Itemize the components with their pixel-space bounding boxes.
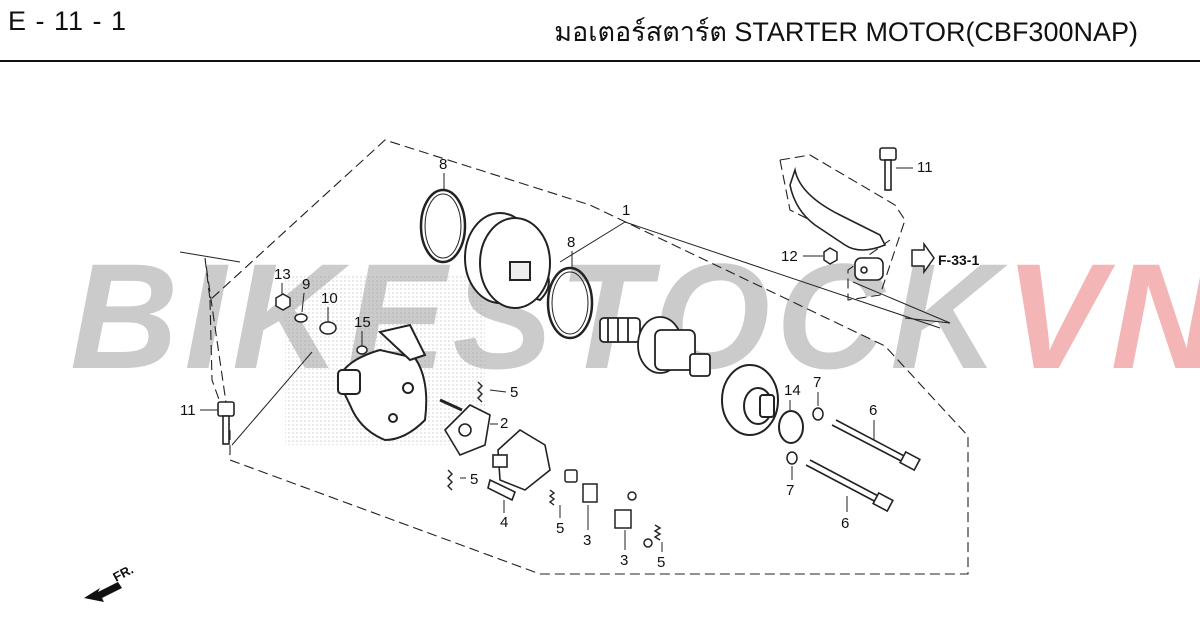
screw-icon xyxy=(643,538,653,548)
watermark-part-b: VN xyxy=(1004,232,1200,400)
washer-icon xyxy=(786,451,798,465)
motor-case-icon xyxy=(464,212,551,309)
long-bolt-icon xyxy=(805,459,894,513)
callout-12: 12 xyxy=(781,248,798,265)
o-ring-small-icon xyxy=(778,410,804,444)
brush-set-icon xyxy=(487,429,551,502)
washer-icon xyxy=(294,313,308,323)
assembly-boundary xyxy=(204,139,969,575)
bracket-icon xyxy=(789,166,887,281)
callout-4: 4 xyxy=(500,514,508,531)
callout-3: 3 xyxy=(620,552,628,569)
bolt-icon xyxy=(217,401,235,445)
callout-numbers: 1 2 3 3 4 5 5 5 5 6 6 7 7 8 8 9 10 11 11… xyxy=(180,156,933,571)
nut-icon xyxy=(823,247,838,265)
o-ring-inner-icon xyxy=(551,271,589,335)
front-direction-icon xyxy=(84,582,122,602)
callout-7: 7 xyxy=(786,482,794,499)
callout-13: 13 xyxy=(274,266,291,283)
callout-1: 1 xyxy=(622,202,630,219)
nut-icon xyxy=(275,293,291,311)
callout-11: 11 xyxy=(917,159,933,176)
washer-thick-icon xyxy=(319,321,337,335)
callout-leaders xyxy=(200,167,913,552)
callout-7: 7 xyxy=(813,374,821,391)
page-code: E - 11 - 1 xyxy=(8,6,128,36)
callout-10: 10 xyxy=(321,290,338,307)
reference-label: F-33-1 xyxy=(938,252,979,268)
callout-14: 14 xyxy=(784,382,801,399)
front-direction-label: FR. xyxy=(110,562,136,585)
o-ring-icon xyxy=(419,188,467,264)
screw-icon xyxy=(627,491,637,501)
o-ring-icon xyxy=(546,266,594,340)
brush-icon xyxy=(564,469,578,483)
leader-lines xyxy=(179,221,951,446)
page-title: มอเตอร์สตาร์ต STARTER MOTOR(CBF300NAP) xyxy=(554,17,1138,47)
washer-small-icon xyxy=(356,345,368,355)
spring-icon xyxy=(447,381,662,541)
callout-5: 5 xyxy=(556,520,564,537)
callout-15: 15 xyxy=(354,314,371,331)
brush-lead-icon xyxy=(614,509,632,529)
o-ring-inner-icon xyxy=(424,193,462,259)
callout-5: 5 xyxy=(510,384,518,401)
callout-3: 3 xyxy=(583,532,591,549)
armature-icon xyxy=(599,316,711,377)
watermark: BIKESTOCKVN xyxy=(70,230,1200,403)
callout-6: 6 xyxy=(841,515,849,532)
header-divider xyxy=(0,60,1200,62)
brush-holder-icon xyxy=(439,398,491,456)
callout-5: 5 xyxy=(657,554,665,571)
rear-cover-icon xyxy=(336,323,428,442)
brush-lead-icon xyxy=(582,483,598,503)
callout-8: 8 xyxy=(439,156,447,173)
reference-arrow-icon xyxy=(911,241,935,275)
callout-2: 2 xyxy=(500,415,508,432)
callout-5: 5 xyxy=(470,471,478,488)
callout-8: 8 xyxy=(567,234,575,251)
washer-icon xyxy=(812,407,824,421)
callout-9: 9 xyxy=(302,276,310,293)
long-bolt-icon xyxy=(831,419,921,472)
callout-6: 6 xyxy=(869,402,877,419)
front-cover-icon xyxy=(721,364,779,436)
bolt-icon xyxy=(879,147,897,191)
callout-11: 11 xyxy=(180,402,196,419)
